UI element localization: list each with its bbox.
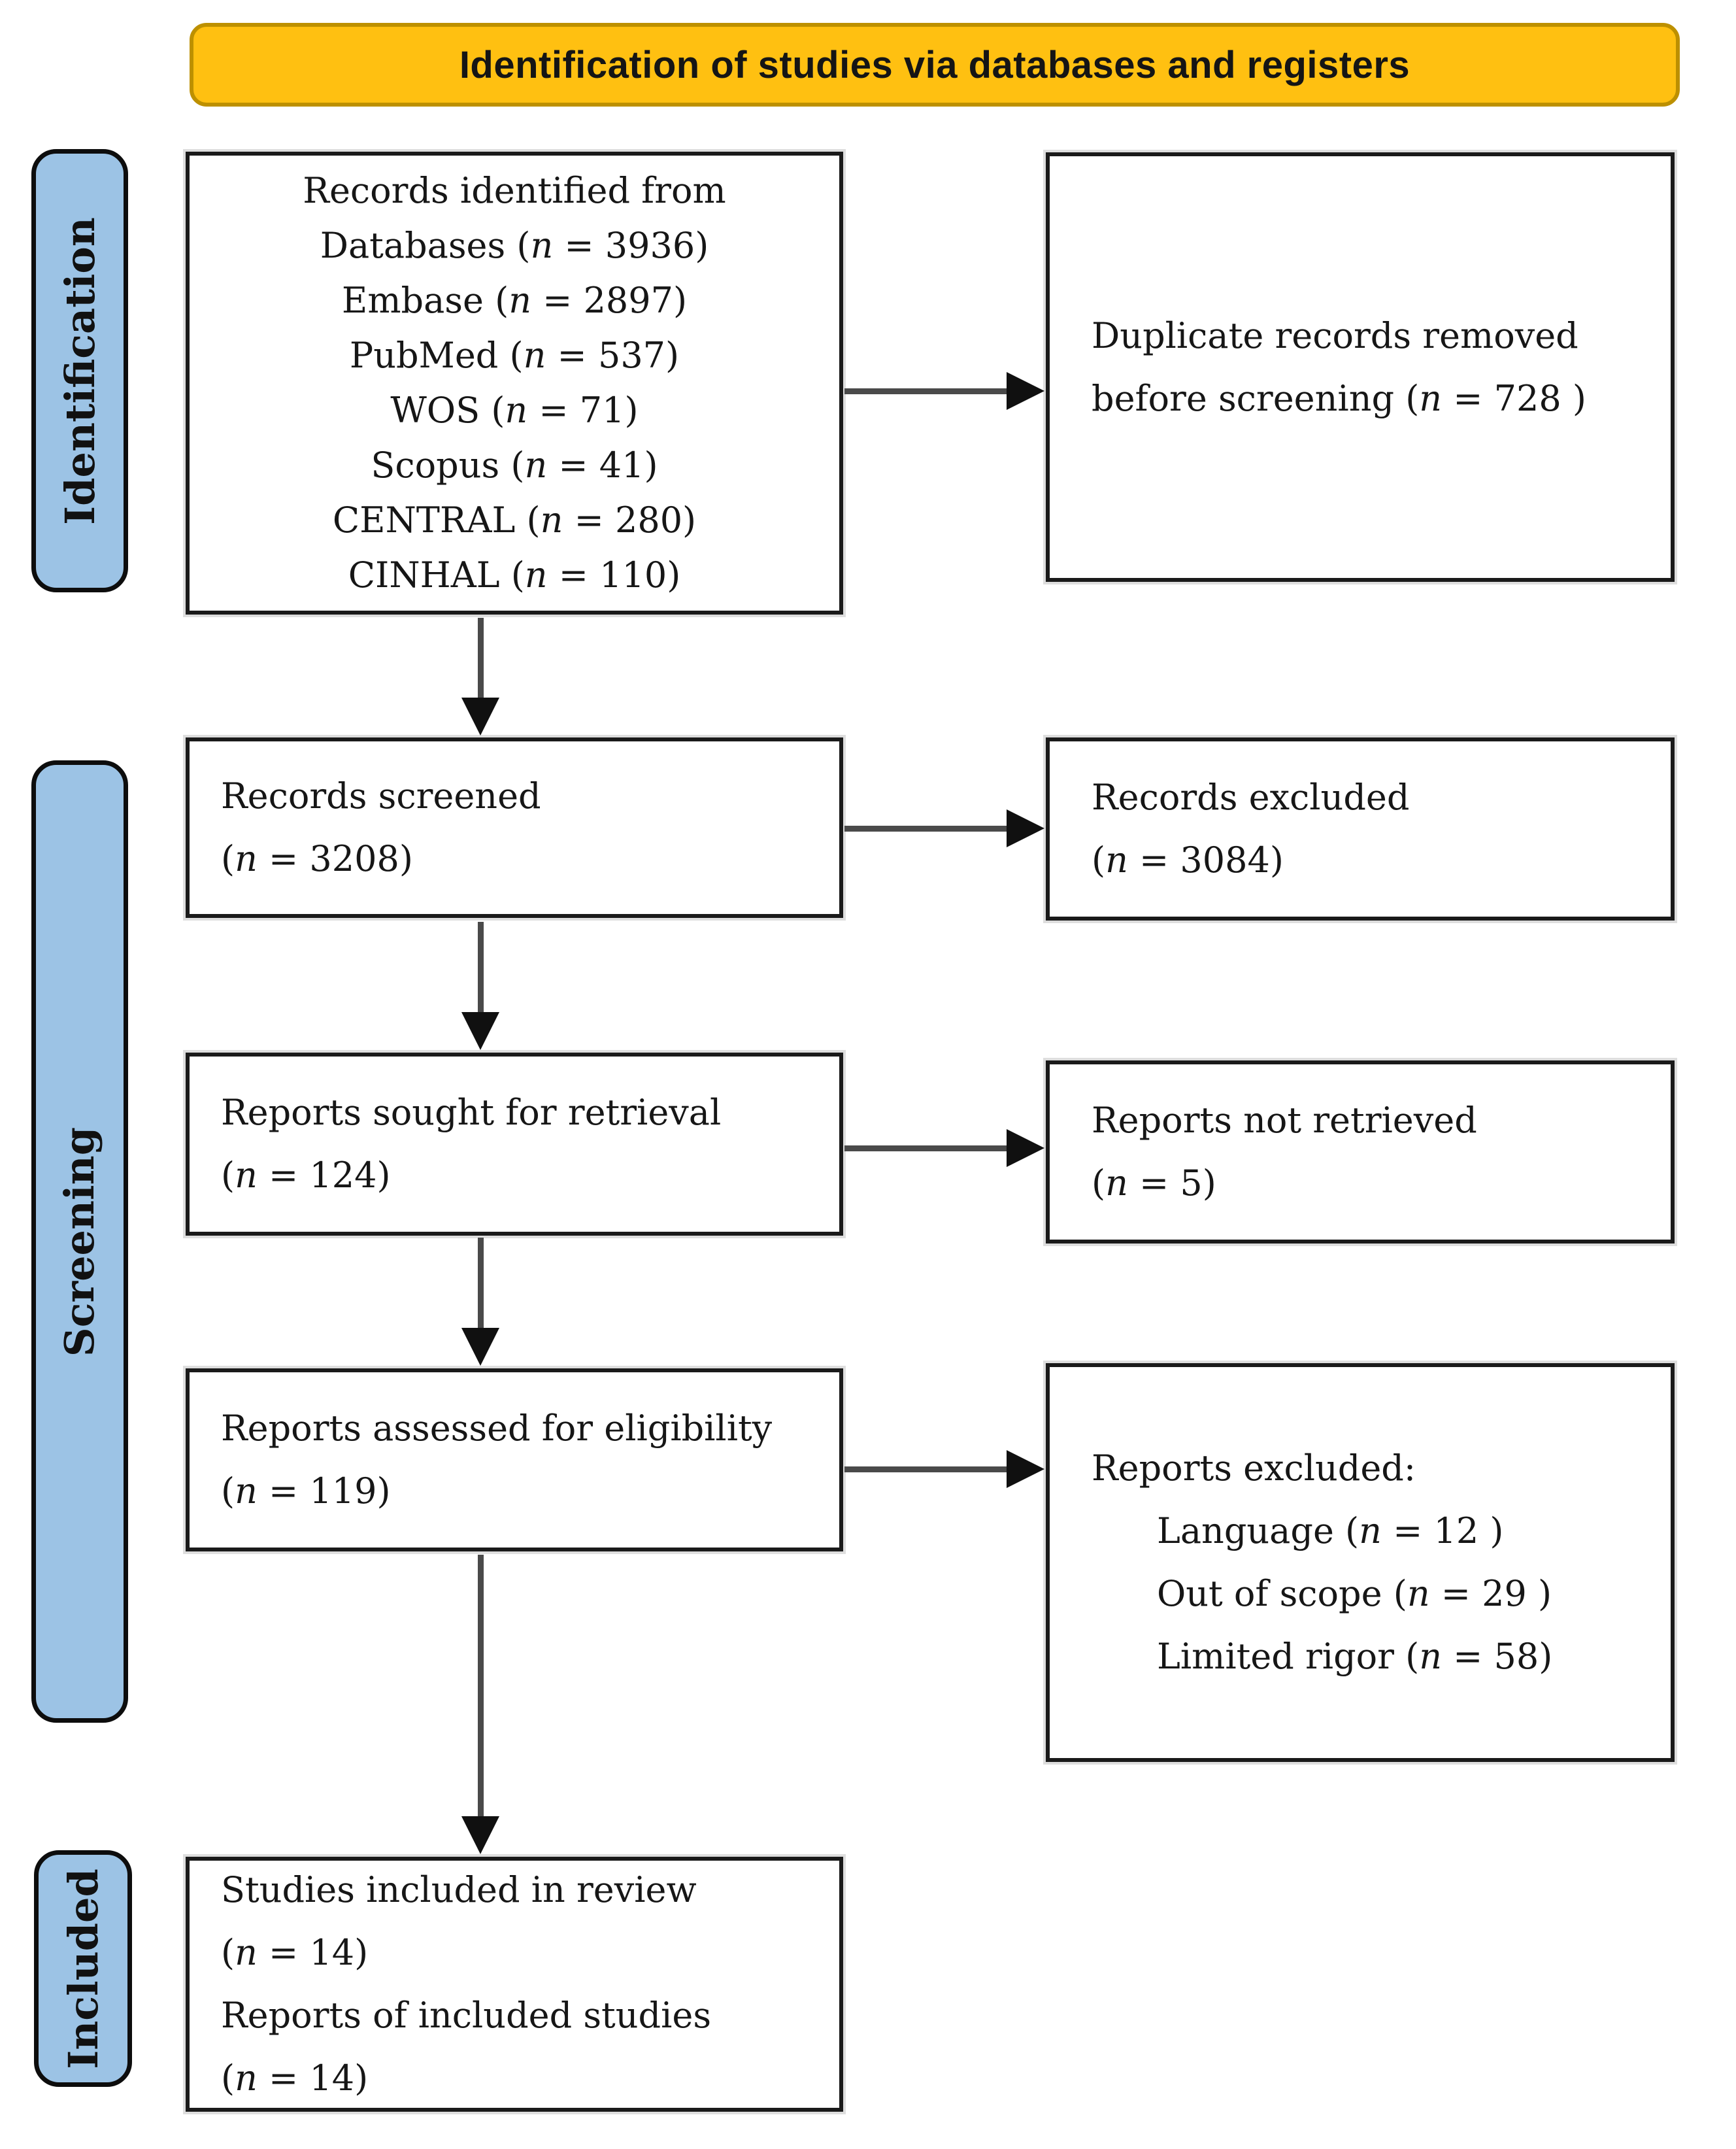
box-records-screened: Records screened (n = 3208): [186, 737, 843, 918]
arrow-assessed-to-reports-excluded: [844, 1450, 1044, 1488]
duplicates-removed-line: Duplicate records removed: [1092, 314, 1578, 356]
records-screened-count: (n = 3208): [221, 838, 413, 879]
reports-sought-count: (n = 124): [221, 1155, 391, 1196]
arrow-head-right-icon: [1007, 372, 1044, 410]
arrow-head-right-icon: [1007, 1129, 1044, 1167]
arrow-head-right-icon: [1007, 1450, 1044, 1488]
reports-excluded-title: Reports excluded:: [1092, 1447, 1416, 1489]
box-duplicates-removed: Duplicate records removed before screeni…: [1046, 152, 1675, 582]
banner: Identification of studies via databases …: [190, 23, 1680, 107]
reports-sought-line: Reports sought for retrieval: [221, 1092, 722, 1133]
reports-of-included-count: (n = 14): [221, 2057, 369, 2099]
duplicates-removed-count: before screening (n = 728 ): [1092, 377, 1586, 419]
exclusion-reason-language: Language (n = 12 ): [1157, 1510, 1504, 1551]
arrow-sought-to-not-retrieved: [844, 1129, 1044, 1167]
records-identified-line: WOS (n = 71): [390, 390, 639, 431]
records-screened-line: Records screened: [221, 775, 541, 817]
box-reports-assessed: Reports assessed for eligibility (n = 11…: [186, 1368, 843, 1551]
stage-label-included-text: Included: [59, 1868, 107, 2069]
stage-label-included: Included: [34, 1850, 132, 2087]
arrow-shaft: [477, 618, 484, 698]
arrow-shaft: [844, 388, 1007, 394]
arrow-screened-to-sought: [461, 922, 499, 1050]
arrow-head-down-icon: [461, 1328, 499, 1366]
reports-not-retrieved-count: (n = 5): [1092, 1162, 1216, 1204]
box-studies-included: Studies included in review (n = 14) Repo…: [186, 1857, 843, 2112]
stage-label-identification-text: Identification: [56, 216, 104, 525]
box-records-identified: Records identified from Databases (n = 3…: [186, 152, 843, 615]
studies-included-line: Studies included in review: [221, 1869, 697, 1910]
arrow-head-right-icon: [1007, 809, 1044, 847]
exclusion-reason-out-of-scope: Out of scope (n = 29 ): [1157, 1573, 1552, 1614]
records-excluded-line: Records excluded: [1092, 777, 1410, 818]
box-records-excluded: Records excluded (n = 3084): [1046, 737, 1675, 921]
reports-not-retrieved-line: Reports not retrieved: [1092, 1100, 1477, 1141]
box-reports-not-retrieved: Reports not retrieved (n = 5): [1046, 1060, 1675, 1244]
arrow-shaft: [844, 1466, 1007, 1472]
stage-label-identification: Identification: [31, 149, 128, 592]
arrow-shaft: [477, 1238, 484, 1328]
arrow-sought-to-assessed: [461, 1238, 499, 1366]
arrow-shaft: [477, 1555, 484, 1816]
arrow-screened-to-excluded: [844, 809, 1044, 847]
stage-label-screening: Screening: [31, 760, 128, 1723]
exclusion-reason-limited-rigor: Limited rigor (n = 58): [1157, 1636, 1553, 1677]
reports-assessed-line: Reports assessed for eligibility: [221, 1408, 773, 1449]
arrow-shaft: [844, 1145, 1007, 1151]
records-identified-line: Scopus (n = 41): [371, 445, 658, 486]
arrow-identified-to-duplicates: [844, 372, 1044, 410]
reports-assessed-count: (n = 119): [221, 1470, 391, 1512]
arrow-head-down-icon: [461, 1012, 499, 1050]
records-identified-line: Databases (n = 3936): [320, 225, 709, 266]
records-identified-line: Records identified from: [303, 170, 726, 211]
arrow-shaft: [477, 922, 484, 1012]
arrow-head-down-icon: [461, 1816, 499, 1854]
arrow-head-down-icon: [461, 698, 499, 736]
arrow-identified-to-screened: [461, 618, 499, 736]
box-reports-excluded: Reports excluded: Language (n = 12 ) Out…: [1046, 1363, 1675, 1762]
stage-label-screening-text: Screening: [56, 1126, 104, 1357]
records-identified-line: PubMed (n = 537): [349, 335, 680, 376]
records-identified-line: CENTRAL (n = 280): [332, 499, 697, 541]
studies-included-count: (n = 14): [221, 1932, 369, 1973]
banner-title: Identification of studies via databases …: [459, 43, 1410, 86]
records-identified-line: Embase (n = 2897): [341, 280, 688, 321]
reports-of-included-line: Reports of included studies: [221, 1995, 712, 2036]
box-reports-sought: Reports sought for retrieval (n = 124): [186, 1053, 843, 1236]
records-excluded-count: (n = 3084): [1092, 839, 1284, 881]
arrow-shaft: [844, 825, 1007, 832]
arrow-assessed-to-included: [461, 1555, 499, 1854]
records-identified-line: CINHAL (n = 110): [348, 554, 681, 596]
